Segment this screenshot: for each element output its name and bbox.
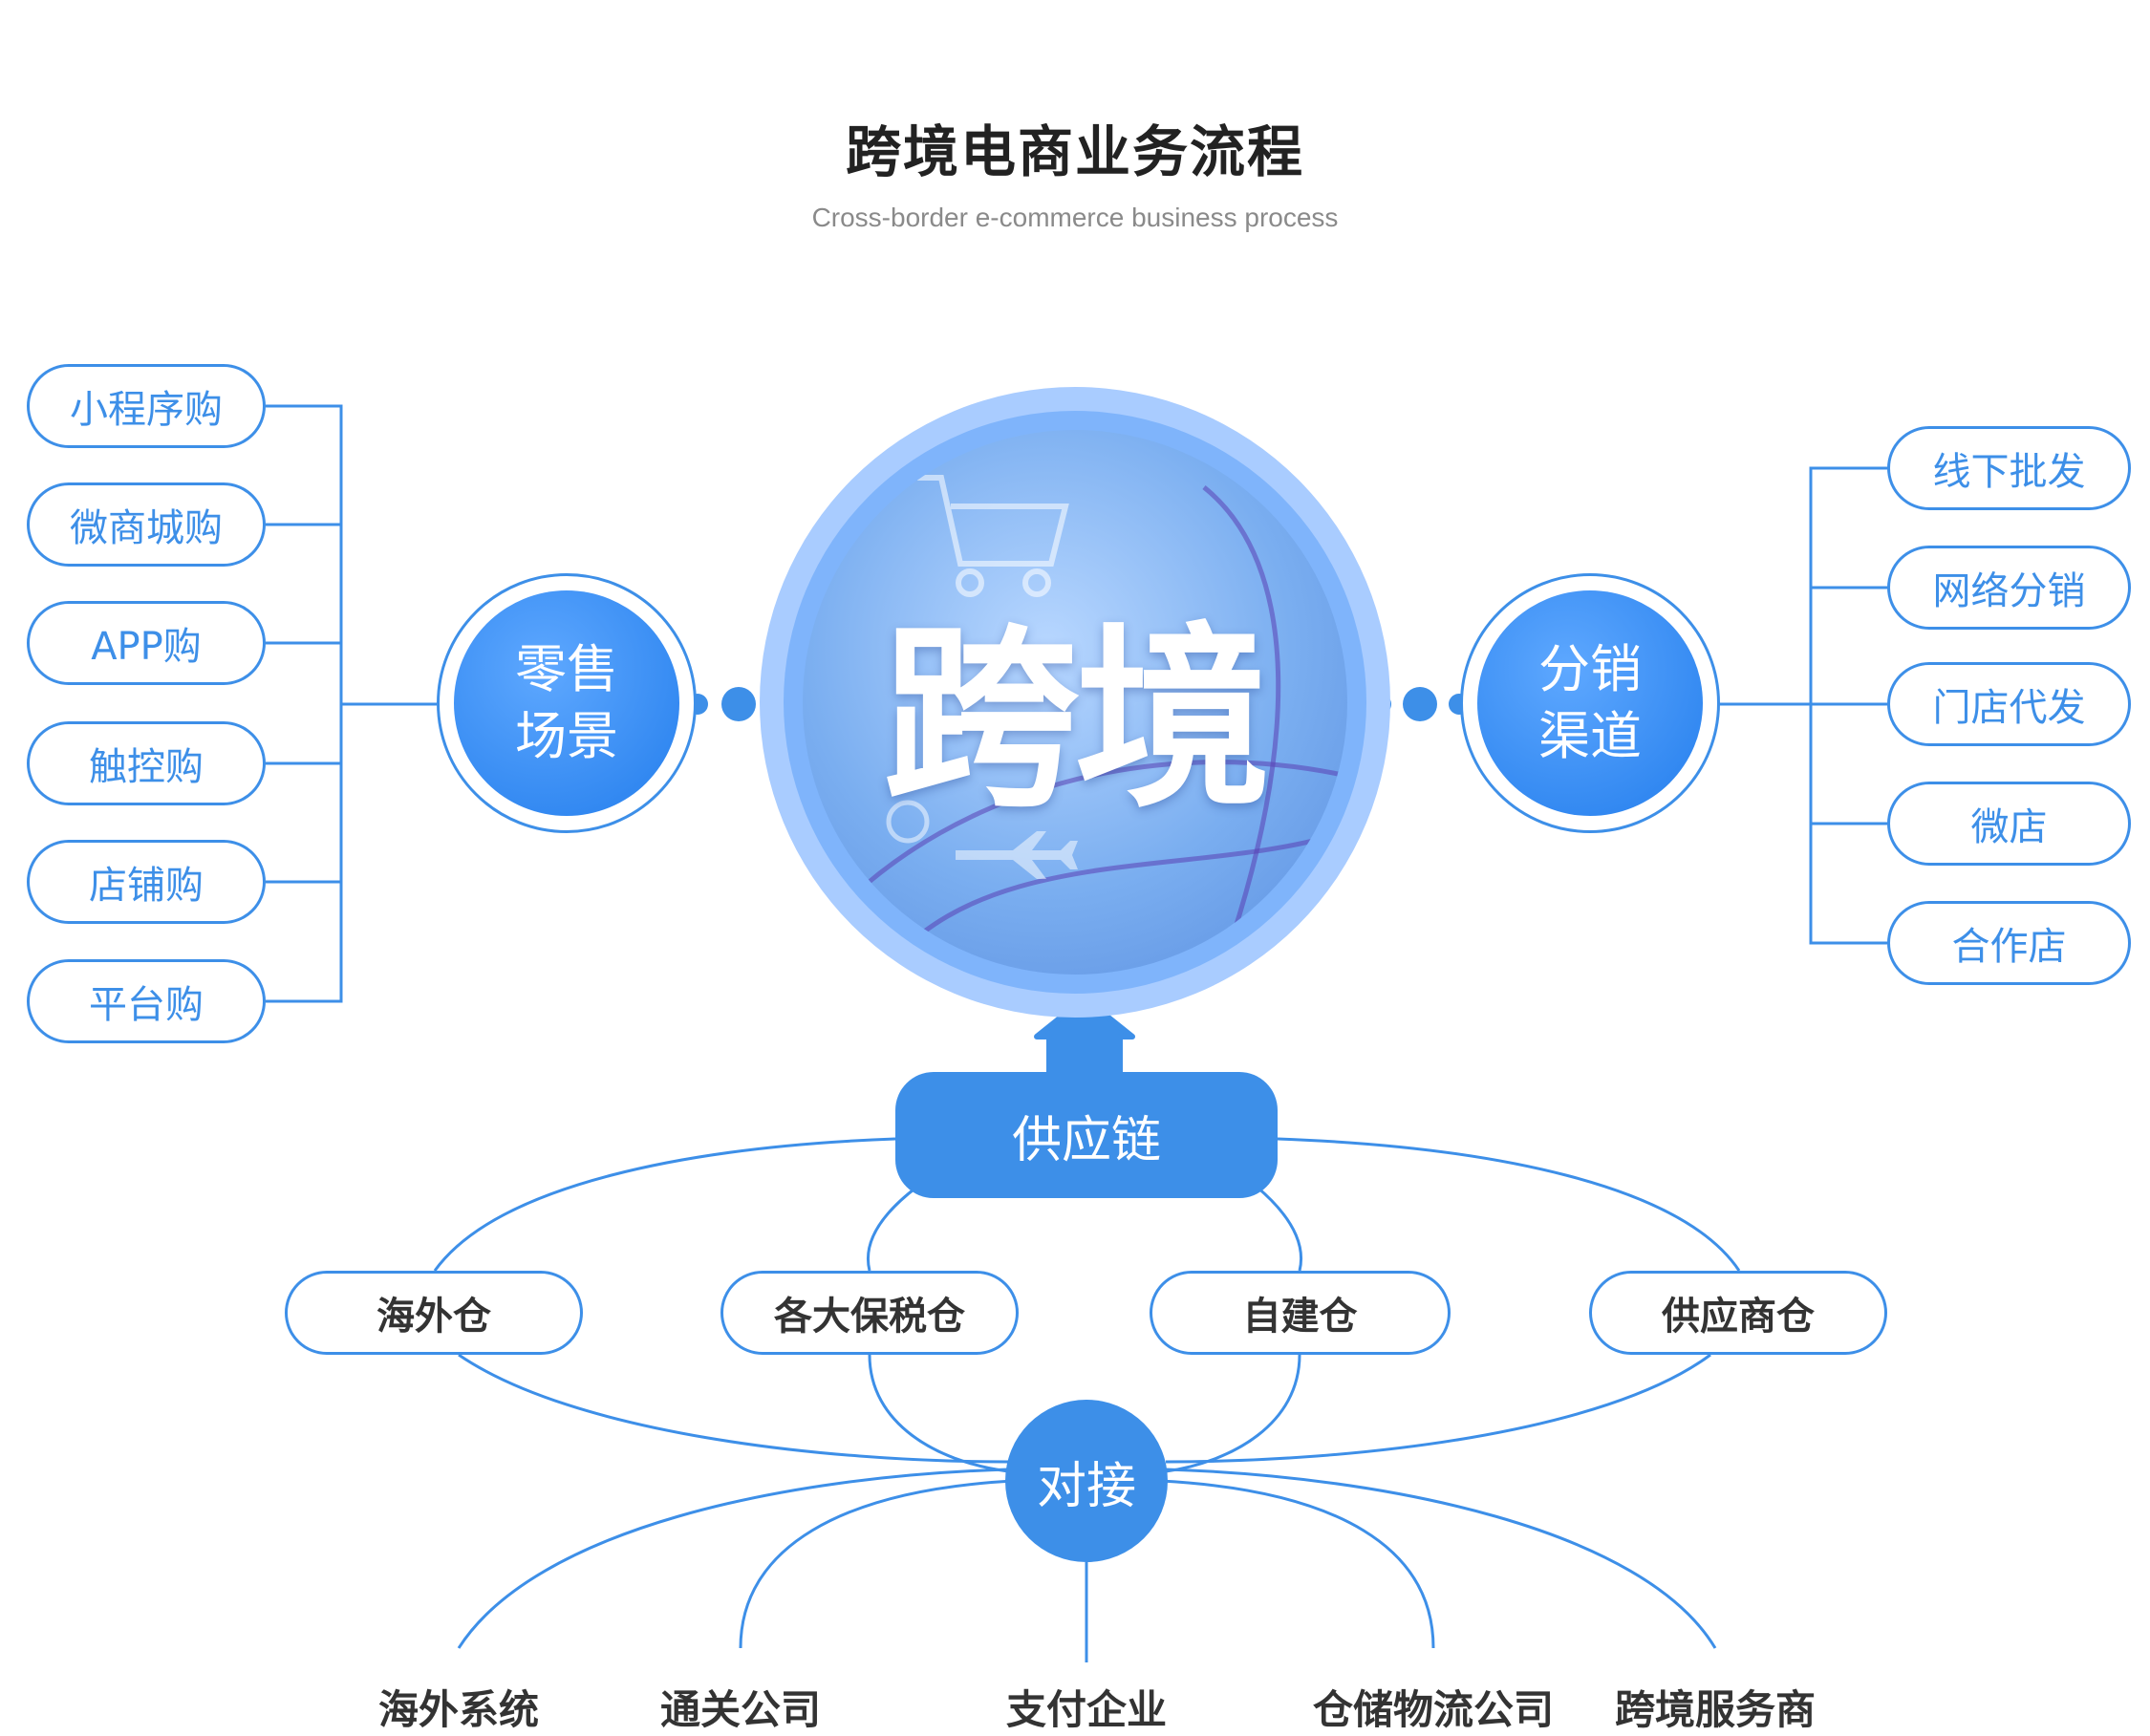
retail-hub[interactable]: 零售 场景 <box>437 573 697 833</box>
center-ring: 跨境 <box>784 411 1366 994</box>
partner-arc-1 <box>457 1468 1009 1649</box>
warehouse-item[interactable]: 各大保税仓 <box>720 1271 1019 1355</box>
retail-item[interactable]: 触控购 <box>27 721 266 805</box>
supply-arc-mid-left <box>866 1185 918 1272</box>
partner-label: 支付企业 <box>1005 1686 1168 1733</box>
docking-circle[interactable]: 对接 <box>1005 1400 1168 1562</box>
connector-dot <box>1403 687 1437 721</box>
retail-hub-line2: 场景 <box>515 706 618 766</box>
flight-arc <box>1202 485 1281 966</box>
dock-arc-3 <box>1165 1354 1301 1473</box>
page-title: 跨境电商业务流程 <box>845 119 1304 184</box>
dock-arc-2 <box>868 1354 1009 1473</box>
distribution-hub-line1: 分销 <box>1538 639 1642 699</box>
plane-icon <box>956 831 1078 879</box>
supply-arc-right <box>1277 1137 1741 1272</box>
retail-item[interactable]: 小程序购 <box>27 364 266 448</box>
warehouse-item[interactable]: 海外仓 <box>285 1271 583 1355</box>
distribution-hub[interactable]: 分销 渠道 <box>1460 573 1720 833</box>
distribution-item[interactable]: 线下批发 <box>1887 426 2131 510</box>
partner-arc-2 <box>739 1479 1014 1649</box>
distribution-item[interactable]: 合作店 <box>1887 901 2131 985</box>
supply-arc-mid-right <box>1256 1185 1303 1272</box>
partner-arc-5 <box>1165 1468 1717 1649</box>
warehouse-item[interactable]: 供应商仓 <box>1589 1271 1887 1355</box>
distribution-item[interactable]: 微店 <box>1887 782 2131 866</box>
supply-chain-button[interactable]: 供应链 <box>895 1072 1278 1198</box>
partner-arc-4 <box>1160 1479 1435 1649</box>
globe-cart-decoration <box>839 475 1347 967</box>
magnifier-icon <box>886 800 930 844</box>
cart-wheel <box>956 568 984 597</box>
warehouse-item[interactable]: 自建仓 <box>1150 1271 1451 1355</box>
distribution-hub-line2: 渠道 <box>1538 706 1642 766</box>
flight-arc <box>887 828 1347 967</box>
retail-item[interactable]: 店铺购 <box>27 840 266 924</box>
center-label: 跨境 <box>883 606 1271 834</box>
page-subtitle: Cross-border e-commerce business process <box>811 203 1339 232</box>
retail-item[interactable]: 微商城购 <box>27 482 266 567</box>
flight-arc <box>839 760 1339 910</box>
distribution-item[interactable]: 门店代发 <box>1887 662 2131 746</box>
partner-label: 通关公司 <box>659 1686 822 1733</box>
retail-hub-line1: 零售 <box>515 639 618 699</box>
center-circle: 跨境 <box>760 387 1390 1018</box>
distribution-item[interactable]: 网络分销 <box>1887 546 2131 630</box>
cart-icon <box>917 475 1069 567</box>
supply-arc-left <box>433 1137 896 1272</box>
cart-wheel <box>1022 568 1051 597</box>
partner-label: 海外系统 <box>377 1686 540 1733</box>
dock-arc-4 <box>1165 1353 1711 1464</box>
partner-label: 仓储物流公司 <box>1312 1686 1555 1733</box>
center-image: 跨境 <box>803 430 1347 975</box>
retail-bracket <box>266 404 343 1003</box>
dock-arc-1 <box>458 1353 1009 1464</box>
partner-label: 跨境服务商 <box>1614 1686 1817 1733</box>
connector-dot <box>721 687 756 721</box>
retail-item[interactable]: 平台购 <box>27 959 266 1043</box>
retail-item[interactable]: APP购 <box>27 601 266 685</box>
